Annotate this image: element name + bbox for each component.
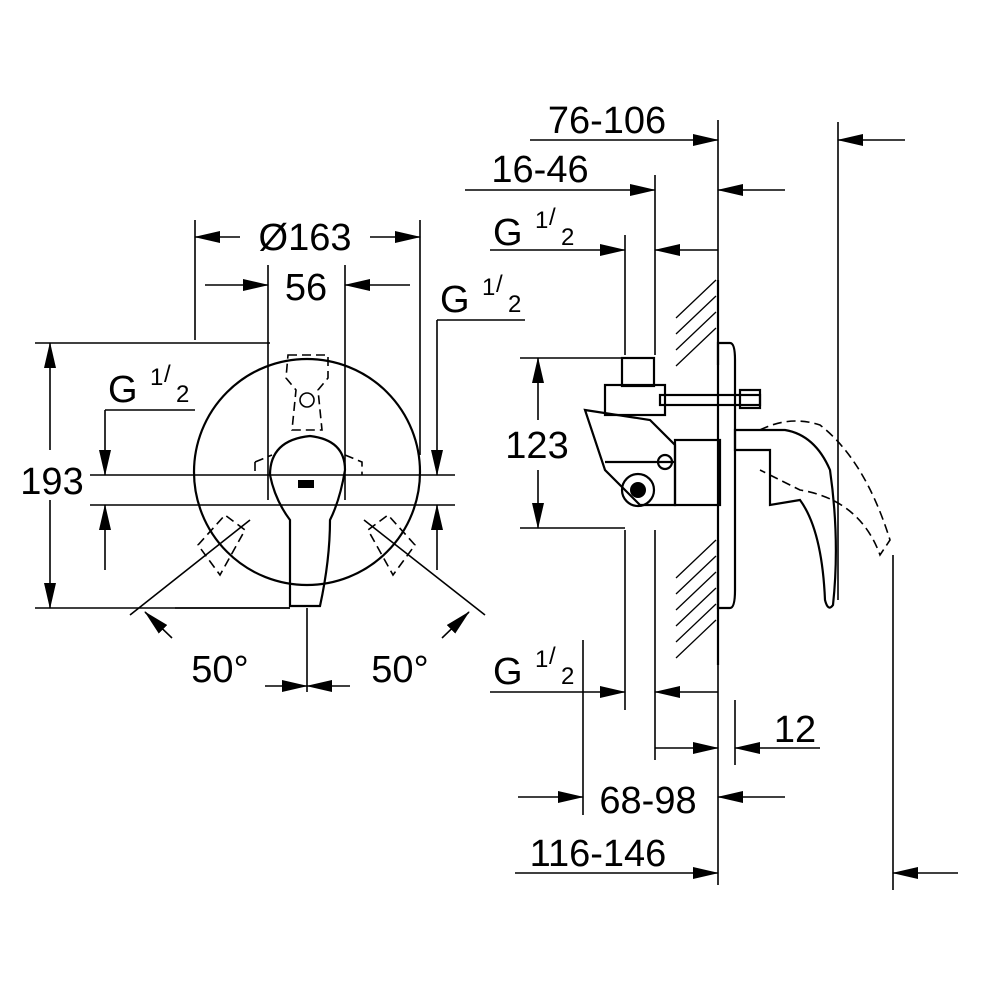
hatch-line bbox=[675, 619, 717, 659]
depth-total-bottom-label: 116-146 bbox=[530, 833, 667, 875]
svg-text:1: 1 bbox=[482, 274, 495, 301]
diverter-outline bbox=[285, 354, 329, 431]
lever-rotated-outline bbox=[759, 420, 891, 557]
depth-box-top-label: 16-46 bbox=[491, 149, 588, 191]
hatch-line bbox=[675, 279, 717, 319]
svg-text:2: 2 bbox=[561, 224, 574, 251]
svg-text:G: G bbox=[493, 212, 523, 254]
spacing-label: 56 bbox=[285, 267, 327, 309]
hatch-line bbox=[675, 603, 717, 643]
hatch-line bbox=[675, 555, 717, 595]
svg-text:/: / bbox=[164, 361, 171, 388]
cover-plate bbox=[192, 357, 422, 587]
thread-label-top: G 1 / 2 bbox=[493, 204, 574, 254]
hatch-line bbox=[675, 571, 717, 611]
hatch-line bbox=[675, 295, 717, 335]
svg-text:/: / bbox=[549, 204, 556, 231]
handle-rotated-right bbox=[366, 513, 417, 577]
svg-text:/: / bbox=[549, 643, 556, 670]
lever-handle bbox=[268, 434, 347, 608]
hatch-line bbox=[675, 327, 717, 367]
cover-plate-side bbox=[716, 341, 737, 610]
hatch-line bbox=[675, 539, 717, 579]
wall-hatching bbox=[675, 279, 720, 665]
svg-text:/: / bbox=[496, 271, 503, 298]
side-view: 76-106 16-46 G 1 / 2 123 G 1 / 2 bbox=[465, 100, 958, 890]
outlet-spacing-label: 123 bbox=[505, 425, 568, 467]
svg-text:G: G bbox=[493, 651, 523, 693]
valve-body bbox=[583, 356, 762, 508]
svg-text:2: 2 bbox=[176, 381, 189, 408]
front-view: Ø163 56 G 1 / 2 G 1 / 2 bbox=[20, 217, 525, 692]
handle-outline bbox=[254, 454, 363, 475]
thread-label-bottom: G 1 / 2 bbox=[493, 643, 574, 693]
lever-handle-side bbox=[733, 428, 837, 609]
handle-mark bbox=[298, 480, 314, 488]
hatch-line bbox=[675, 311, 717, 351]
svg-text:1: 1 bbox=[150, 364, 163, 391]
handle-rotated-left bbox=[196, 513, 247, 577]
svg-text:1: 1 bbox=[535, 646, 548, 673]
svg-text:1: 1 bbox=[535, 207, 548, 234]
thread-label-right: G 1 / 2 bbox=[440, 271, 521, 321]
depth-total-top-label: 76-106 bbox=[548, 100, 666, 142]
hatch-line bbox=[675, 587, 717, 627]
thread-label-left: G 1 / 2 bbox=[108, 361, 189, 411]
svg-text:2: 2 bbox=[561, 663, 574, 690]
plate-thickness-label: 12 bbox=[774, 709, 816, 751]
height-label: 193 bbox=[20, 461, 83, 503]
svg-text:G: G bbox=[108, 369, 138, 411]
angle-left-label: 50° bbox=[191, 649, 248, 691]
svg-text:2: 2 bbox=[508, 291, 521, 318]
diverter-knob bbox=[299, 392, 315, 408]
depth-box-bottom-label: 68-98 bbox=[599, 780, 696, 822]
diameter-label: Ø163 bbox=[259, 217, 352, 259]
angle-right-label: 50° bbox=[371, 649, 428, 691]
svg-text:G: G bbox=[440, 279, 470, 321]
